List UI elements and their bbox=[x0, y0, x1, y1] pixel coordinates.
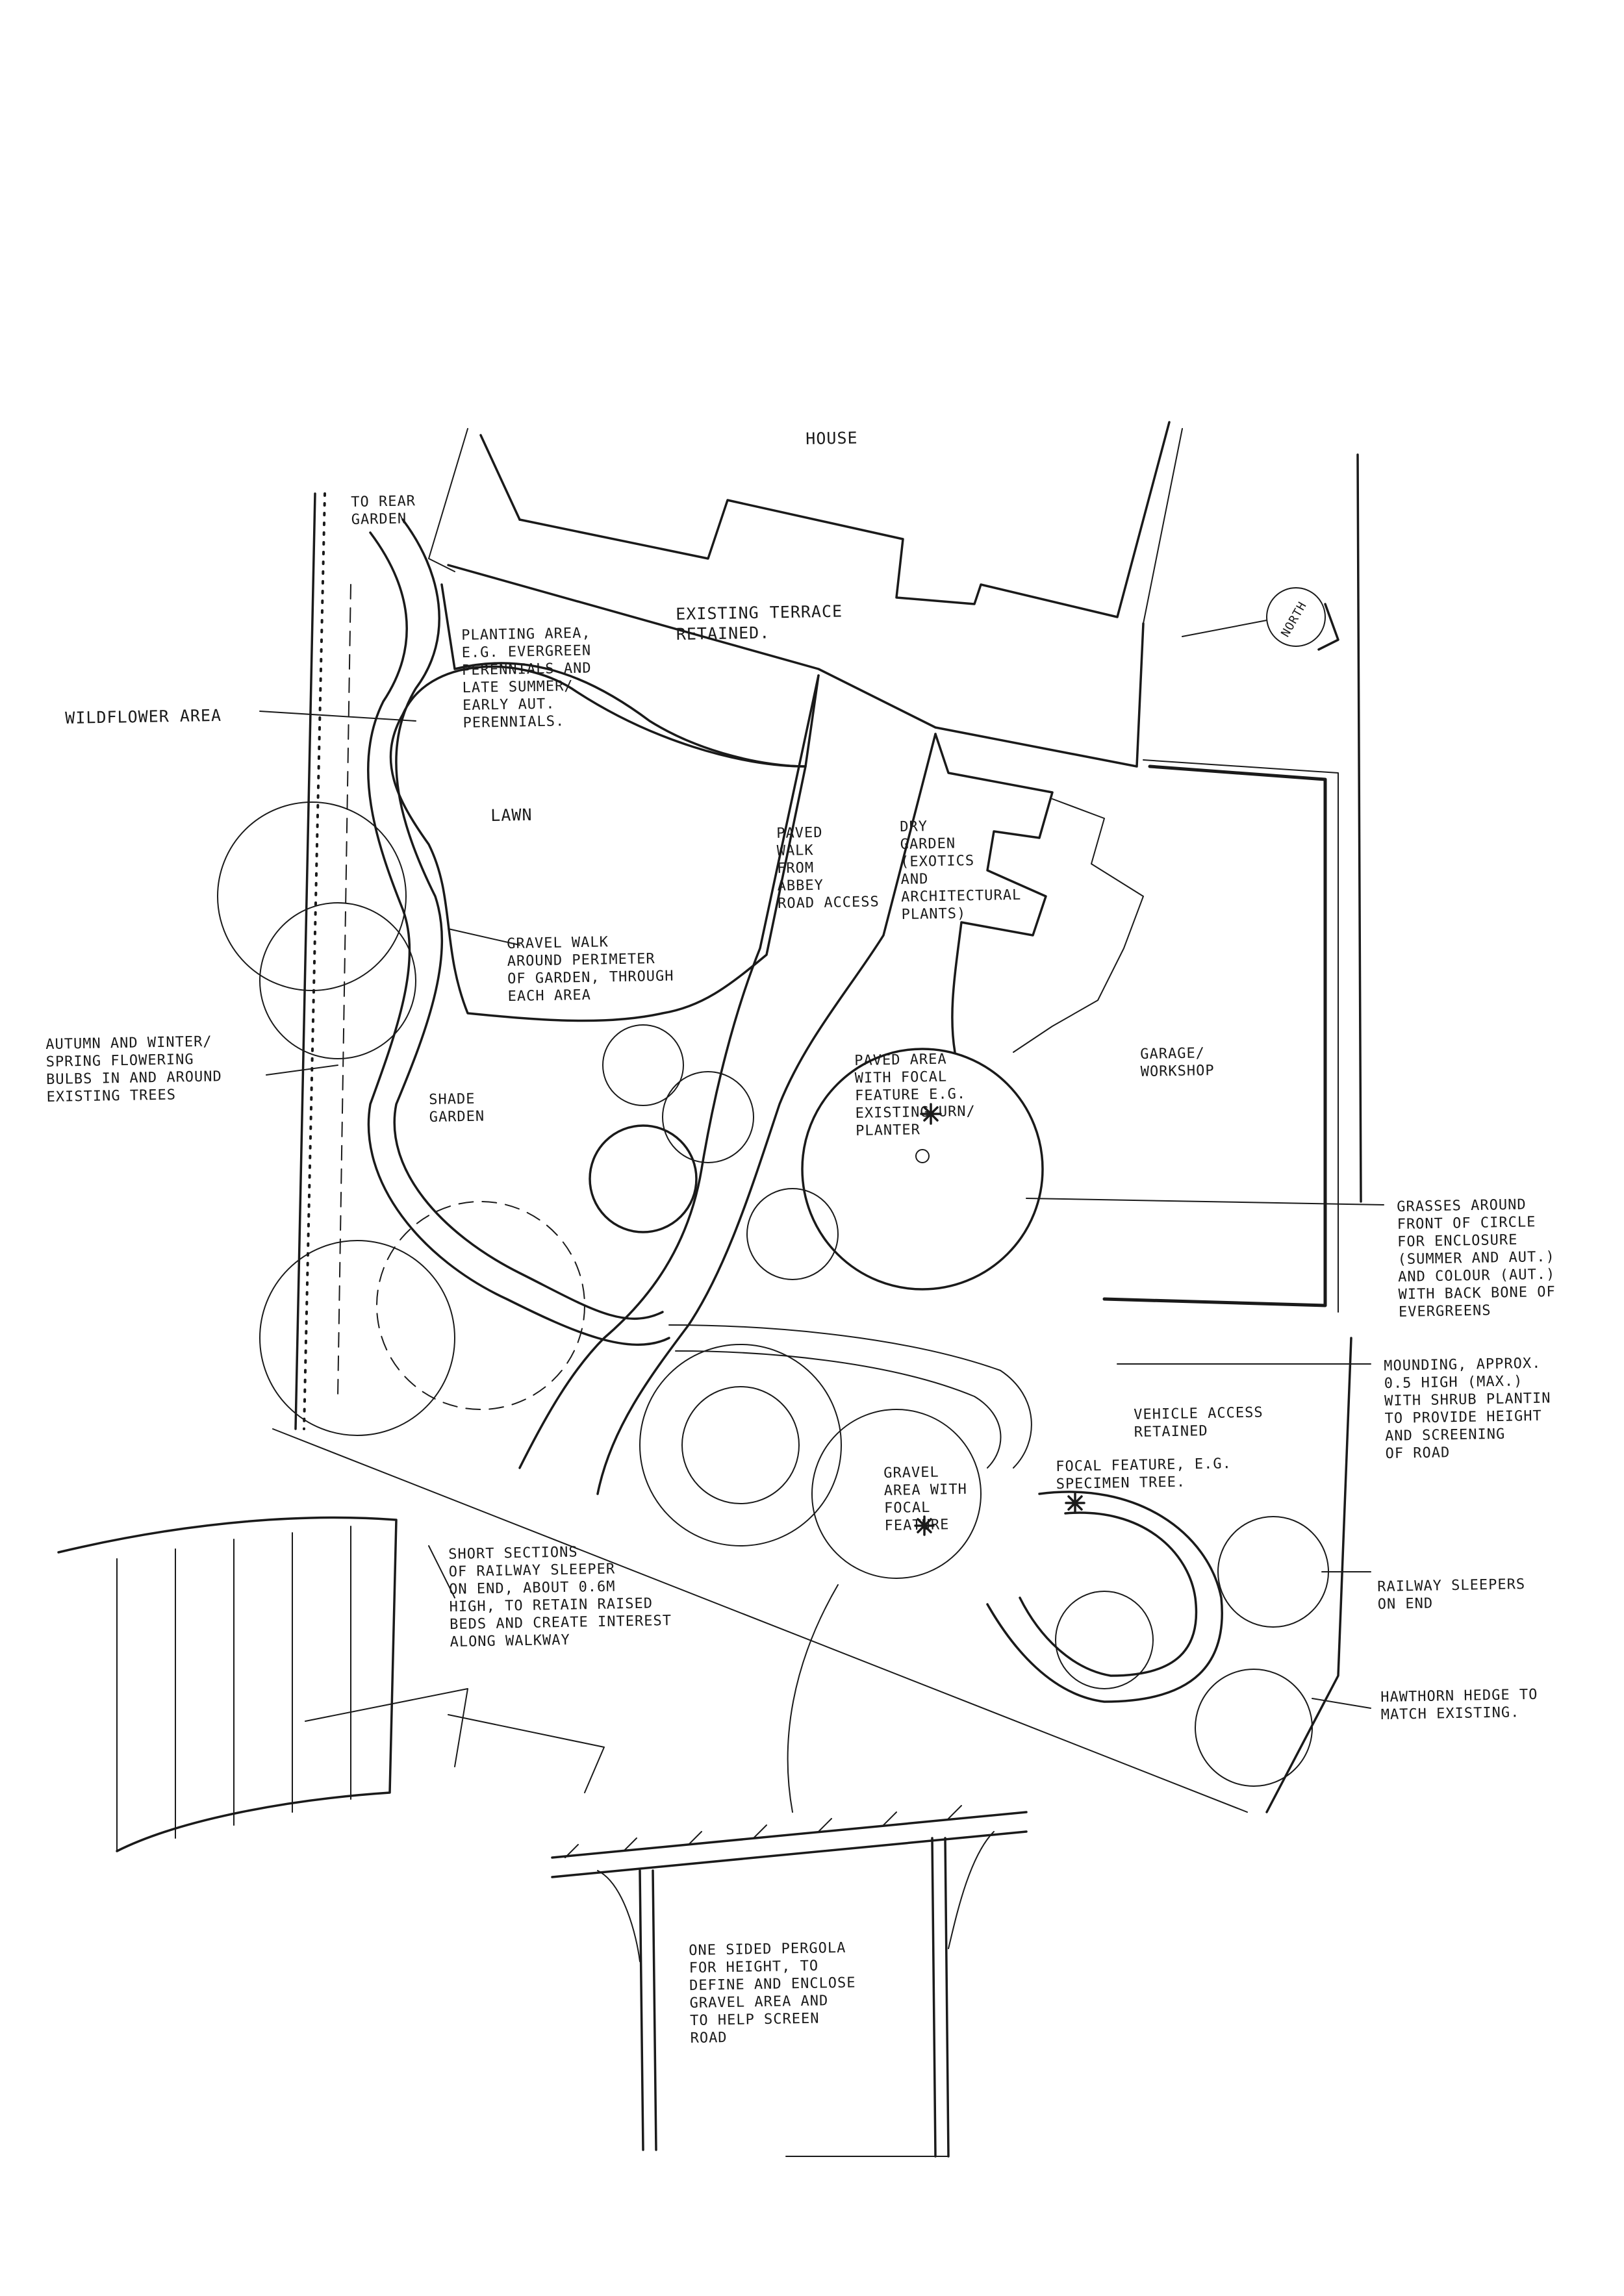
dry-garden-outline bbox=[934, 733, 1054, 1053]
autumn-bulbs-label: AUTUMN AND WINTER/ SPRING FLOWERING BULB… bbox=[45, 1033, 223, 1105]
paved-walk bbox=[518, 674, 937, 1495]
planting-area-label: PLANTING AREA, E.G. EVERGREEN PERENNIALS… bbox=[461, 625, 592, 731]
house-outline bbox=[428, 421, 1183, 624]
trees bbox=[217, 801, 1329, 1787]
gravel-walk-label: GRAVEL WALK AROUND PERIMETER OF GARDEN, … bbox=[507, 934, 674, 1005]
pergola-sketch bbox=[551, 1805, 1028, 2158]
house-label: HOUSE bbox=[806, 428, 858, 448]
to-rear-garden-label: TO REAR GARDEN bbox=[351, 493, 416, 528]
gravel-area-label: GRAVEL AREA WITH FOCAL FEATURE bbox=[883, 1464, 968, 1534]
existing-terrace-label: EXISTING TERRACE RETAINED. bbox=[676, 601, 843, 644]
hawthorn-label: HAWTHORN HEDGE TO MATCH EXISTING. bbox=[1380, 1686, 1538, 1723]
lawn-label: LAWN bbox=[490, 805, 533, 825]
shade-garden-label: SHADE GARDEN bbox=[429, 1091, 485, 1126]
paved-area-circle bbox=[801, 1048, 1044, 1291]
paved-walk-label: PAVED WALK FROM ABBEY ROAD ACCESS bbox=[776, 824, 880, 912]
site-boundary bbox=[272, 453, 1362, 1813]
vehicle-access-label: VEHICLE ACCESS RETAINED bbox=[1134, 1404, 1263, 1441]
wildflower-area-label: WILDFLOWER AREA bbox=[65, 705, 222, 727]
north-arrow-icon bbox=[1266, 587, 1339, 651]
urn-planter-circle bbox=[915, 1149, 930, 1163]
dry-garden-label: DRY GARDEN (EXOTICS AND ARCHITECTURAL PL… bbox=[900, 818, 1022, 923]
dry-garden-beds bbox=[1013, 798, 1144, 1053]
leader-lines bbox=[259, 620, 1384, 1813]
garage-outline bbox=[1102, 759, 1339, 1313]
garage-label: GARAGE/ WORKSHOP bbox=[1140, 1045, 1215, 1080]
lawn-outline bbox=[389, 665, 807, 1022]
planting-area-outline bbox=[440, 583, 820, 768]
sleeper-sketch bbox=[57, 1516, 605, 1852]
grasses-label: GRASSES AROUND FRONT OF CIRCLE FOR ENCLO… bbox=[1397, 1196, 1556, 1320]
paved-area-label: PAVED AREA WITH FOCAL FEATURE E.G. EXIST… bbox=[854, 1051, 976, 1139]
pergola-label: ONE SIDED PERGOLA FOR HEIGHT, TO DEFINE … bbox=[689, 1939, 856, 2047]
focal-feature-asterisk-icon bbox=[914, 1103, 1085, 1536]
gravel-walk bbox=[366, 518, 1223, 1703]
focal-feature-tree-label: FOCAL FEATURE, E.G. SPECIMEN TREE. bbox=[1056, 1456, 1232, 1493]
terrace-edge bbox=[447, 564, 1145, 768]
railway-sleepers-short-label: SHORT SECTIONS OF RAILWAY SLEEPER ON END… bbox=[448, 1544, 672, 1650]
railway-sleepers-end-label: RAILWAY SLEEPERS ON END bbox=[1377, 1576, 1526, 1613]
mounding-label: MOUNDING, APPROX. 0.5 HIGH (MAX.) WITH S… bbox=[1384, 1355, 1551, 1462]
